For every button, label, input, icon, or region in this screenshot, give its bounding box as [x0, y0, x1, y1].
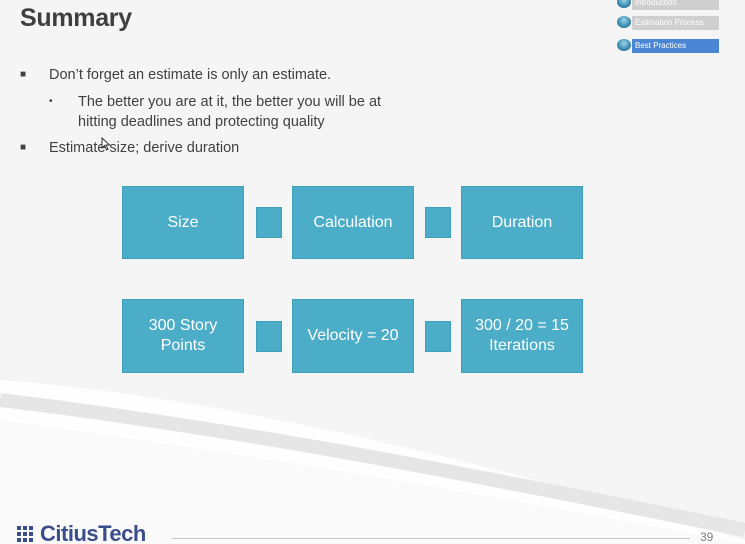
nav-item-label: Estimation Process	[632, 16, 719, 30]
grid-logo-icon	[17, 526, 33, 542]
diagram-box-velocity: Velocity = 20	[292, 299, 414, 373]
page-number: 39	[700, 530, 714, 544]
brand-name: CitiusTech	[40, 521, 146, 544]
footer-divider	[172, 538, 690, 539]
nav-item-label: Best Practices	[632, 39, 719, 53]
slide-title: Summary	[20, 4, 132, 32]
mouse-cursor-icon	[101, 137, 111, 151]
diagram-box-duration: Duration	[461, 186, 583, 259]
globe-marker-icon	[617, 39, 631, 51]
globe-marker-icon	[617, 0, 631, 8]
nav-item-label: Introduction	[632, 0, 719, 10]
dot-bullet-icon: •	[49, 96, 53, 107]
square-bullet-icon: ■	[20, 142, 27, 153]
nav-item-estimation-process[interactable]: Estimation Process	[617, 14, 727, 32]
globe-marker-icon	[617, 16, 631, 28]
connector-square	[425, 207, 451, 238]
nav-item-best-practices[interactable]: Best Practices	[617, 37, 727, 55]
square-bullet-icon: ■	[20, 69, 27, 80]
nav-item-introduction[interactable]: Introduction	[617, 0, 727, 12]
connector-square	[256, 321, 282, 352]
connector-square	[425, 321, 451, 352]
diagram-box-calculation: Calculation	[292, 186, 414, 259]
connector-square	[256, 207, 282, 238]
diagram-box-size: Size	[122, 186, 244, 259]
